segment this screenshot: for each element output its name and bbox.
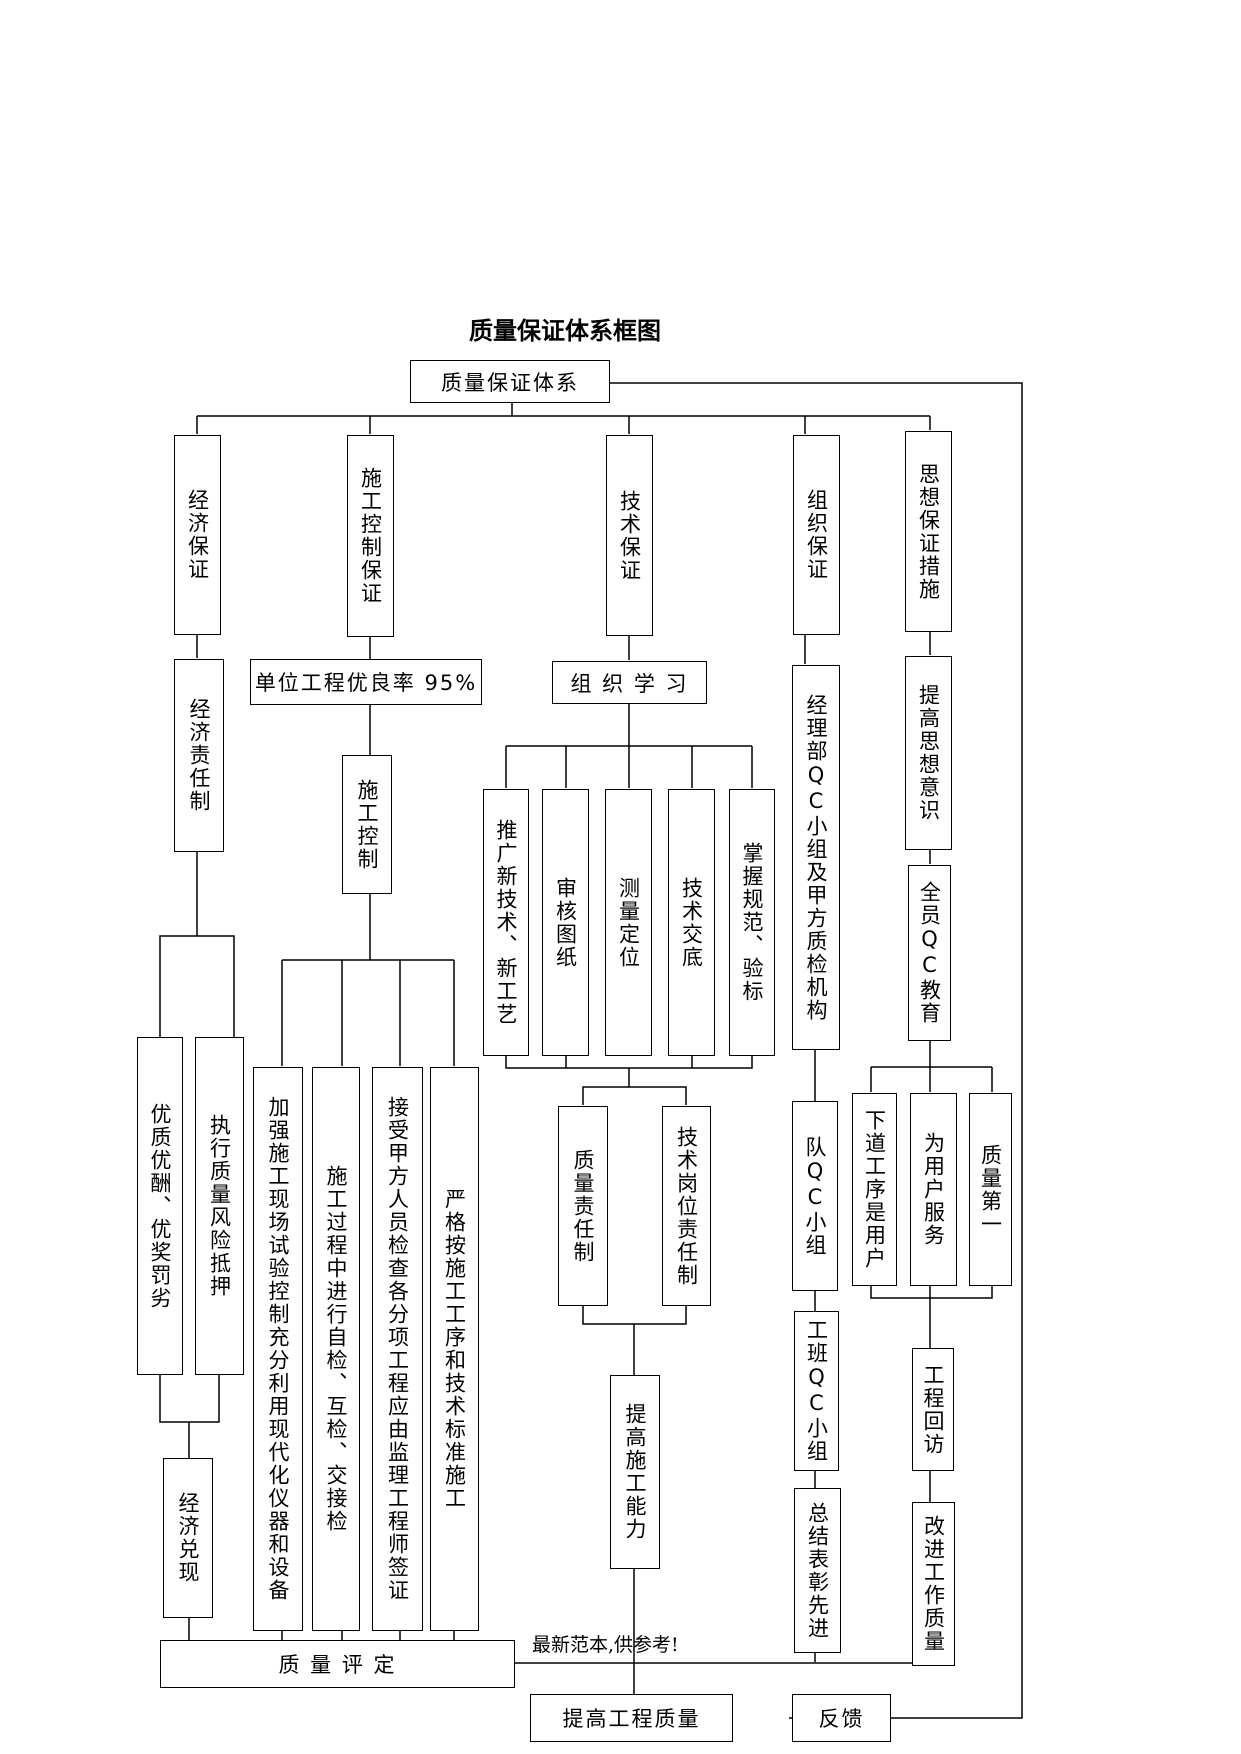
box-label: 质量责任制 (571, 1148, 596, 1264)
box-label: 推广新技术、新工艺 (494, 819, 519, 1026)
box-label: 经济保证 (185, 489, 210, 581)
box-label: 技术岗位责任制 (674, 1125, 699, 1287)
box-economic-responsibility: 经济责任制 (174, 659, 224, 852)
box-label: 掌握规范、验标 (740, 842, 765, 1003)
box-label: 反馈 (818, 1707, 865, 1731)
box-improve-work-quality: 改进工作质量 (912, 1502, 955, 1666)
box-label: 单位工程优良率 95% (254, 671, 478, 695)
box-label: 严格按施工工序和技术标准施工 (442, 1188, 467, 1510)
box-label: 提高工程质量 (562, 1707, 701, 1731)
box-construction-control-assurance: 施工控制保证 (347, 435, 394, 637)
box-label: 技术保证 (617, 489, 642, 582)
box-label: 加强施工现场试验控制充分利用现代化仪器和设备 (266, 1096, 291, 1602)
box-label: 提高施工能力 (623, 1403, 648, 1541)
box-post-responsibility: 技术岗位责任制 (662, 1106, 711, 1306)
box-label: 思想保证措施 (916, 462, 941, 601)
box-quality-first: 质量第一 (969, 1093, 1012, 1286)
box-label: 提高思想意识 (916, 684, 941, 822)
box-all-staff-qc-education: 全员QC教育 (908, 865, 951, 1041)
box-ideology-assurance: 思想保证措施 (905, 431, 952, 632)
box-crew-qc-group: 工班QC小组 (794, 1311, 839, 1471)
box-raise-construction-ability: 提高施工能力 (610, 1375, 660, 1569)
box-economic-assurance: 经济保证 (174, 435, 221, 635)
box-reward-penalty: 优质优酬、优奖罚劣 (137, 1037, 183, 1375)
box-label: 为用户服务 (921, 1132, 946, 1247)
box-feedback: 反馈 (792, 1694, 891, 1742)
box-quality-responsibility: 质量责任制 (558, 1106, 608, 1306)
box-technical-disclosure: 技术交底 (668, 789, 715, 1056)
box-master-standards: 掌握规范、验标 (729, 789, 775, 1056)
box-raise-ideology: 提高思想意识 (905, 656, 952, 850)
box-label: 质量保证体系 (441, 370, 579, 395)
box-label: 施工过程中进行自检、互检、交接检 (324, 1165, 349, 1533)
box-summarise-commend: 总结表彰先进 (794, 1488, 841, 1653)
diagram-title: 质量保证体系框图 (469, 317, 661, 345)
box-label: 经理部QC小组及甲方质检机构 (804, 693, 829, 1022)
box-accept-inspection: 接受甲方人员检查各分项工程应由监理工程师签证 (372, 1067, 423, 1631)
box-label: 队QC小组 (803, 1135, 828, 1257)
box-survey-positioning: 测量定位 (605, 789, 652, 1056)
box-label: 下道工序是用户 (862, 1109, 887, 1270)
box-label: 总结表彰先进 (805, 1501, 830, 1640)
box-label: 审核图纸 (553, 876, 578, 969)
box-label: 工程回访 (921, 1363, 946, 1456)
box-next-process-is-user: 下道工序是用户 (852, 1093, 897, 1286)
box-review-drawings: 审核图纸 (542, 789, 589, 1056)
box-organisation-assurance: 组织保证 (793, 435, 840, 635)
box-organise-study: 组 织 学 习 (552, 661, 707, 704)
box-construction-control: 施工控制 (342, 755, 392, 894)
box-label: 质 量 评 定 (278, 1653, 397, 1677)
box-site-testing-control: 加强施工现场试验控制充分利用现代化仪器和设备 (253, 1067, 303, 1631)
box-label: 施工控制 (355, 778, 380, 871)
box-project-revisit: 工程回访 (912, 1348, 954, 1471)
box-label: 全员QC教育 (917, 881, 942, 1025)
box-label: 接受甲方人员检查各分项工程应由监理工程师签证 (385, 1096, 410, 1602)
box-quality-assurance-system: 质量保证体系 (410, 360, 610, 403)
box-label: 经济责任制 (187, 698, 212, 813)
box-label: 组织保证 (804, 489, 829, 581)
box-serve-users: 为用户服务 (910, 1093, 957, 1286)
box-label: 质量第一 (978, 1143, 1003, 1236)
box-label: 施工控制保证 (358, 467, 383, 605)
reference-note: 最新范本,供参考! (532, 1634, 679, 1656)
box-promote-new-tech: 推广新技术、新工艺 (483, 789, 529, 1056)
box-label: 技术交底 (679, 876, 704, 969)
box-team-qc-group: 队QC小组 (792, 1101, 838, 1291)
box-quality-risk-deposit: 执行质量风险抵押 (195, 1037, 244, 1375)
box-label: 工班QC小组 (804, 1319, 829, 1463)
box-strict-procedure: 严格按施工工序和技术标准施工 (430, 1067, 479, 1631)
box-technical-assurance: 技术保证 (606, 435, 653, 636)
box-economic-payout: 经济兑现 (163, 1458, 213, 1618)
box-raise-project-quality: 提高工程质量 (530, 1694, 733, 1742)
box-unit-excellence-rate: 单位工程优良率 95% (250, 659, 482, 705)
box-dept-qc-team: 经理部QC小组及甲方质检机构 (792, 665, 840, 1050)
box-label: 优质优酬、优奖罚劣 (148, 1102, 173, 1310)
box-label: 组 织 学 习 (570, 671, 689, 696)
box-self-mutual-check: 施工过程中进行自检、互检、交接检 (312, 1067, 360, 1631)
box-label: 测量定位 (616, 876, 641, 969)
box-label: 改进工作质量 (921, 1515, 946, 1653)
box-label: 执行质量风险抵押 (207, 1114, 232, 1298)
box-label: 经济兑现 (176, 1492, 201, 1584)
box-quality-evaluation: 质 量 评 定 (160, 1640, 515, 1688)
